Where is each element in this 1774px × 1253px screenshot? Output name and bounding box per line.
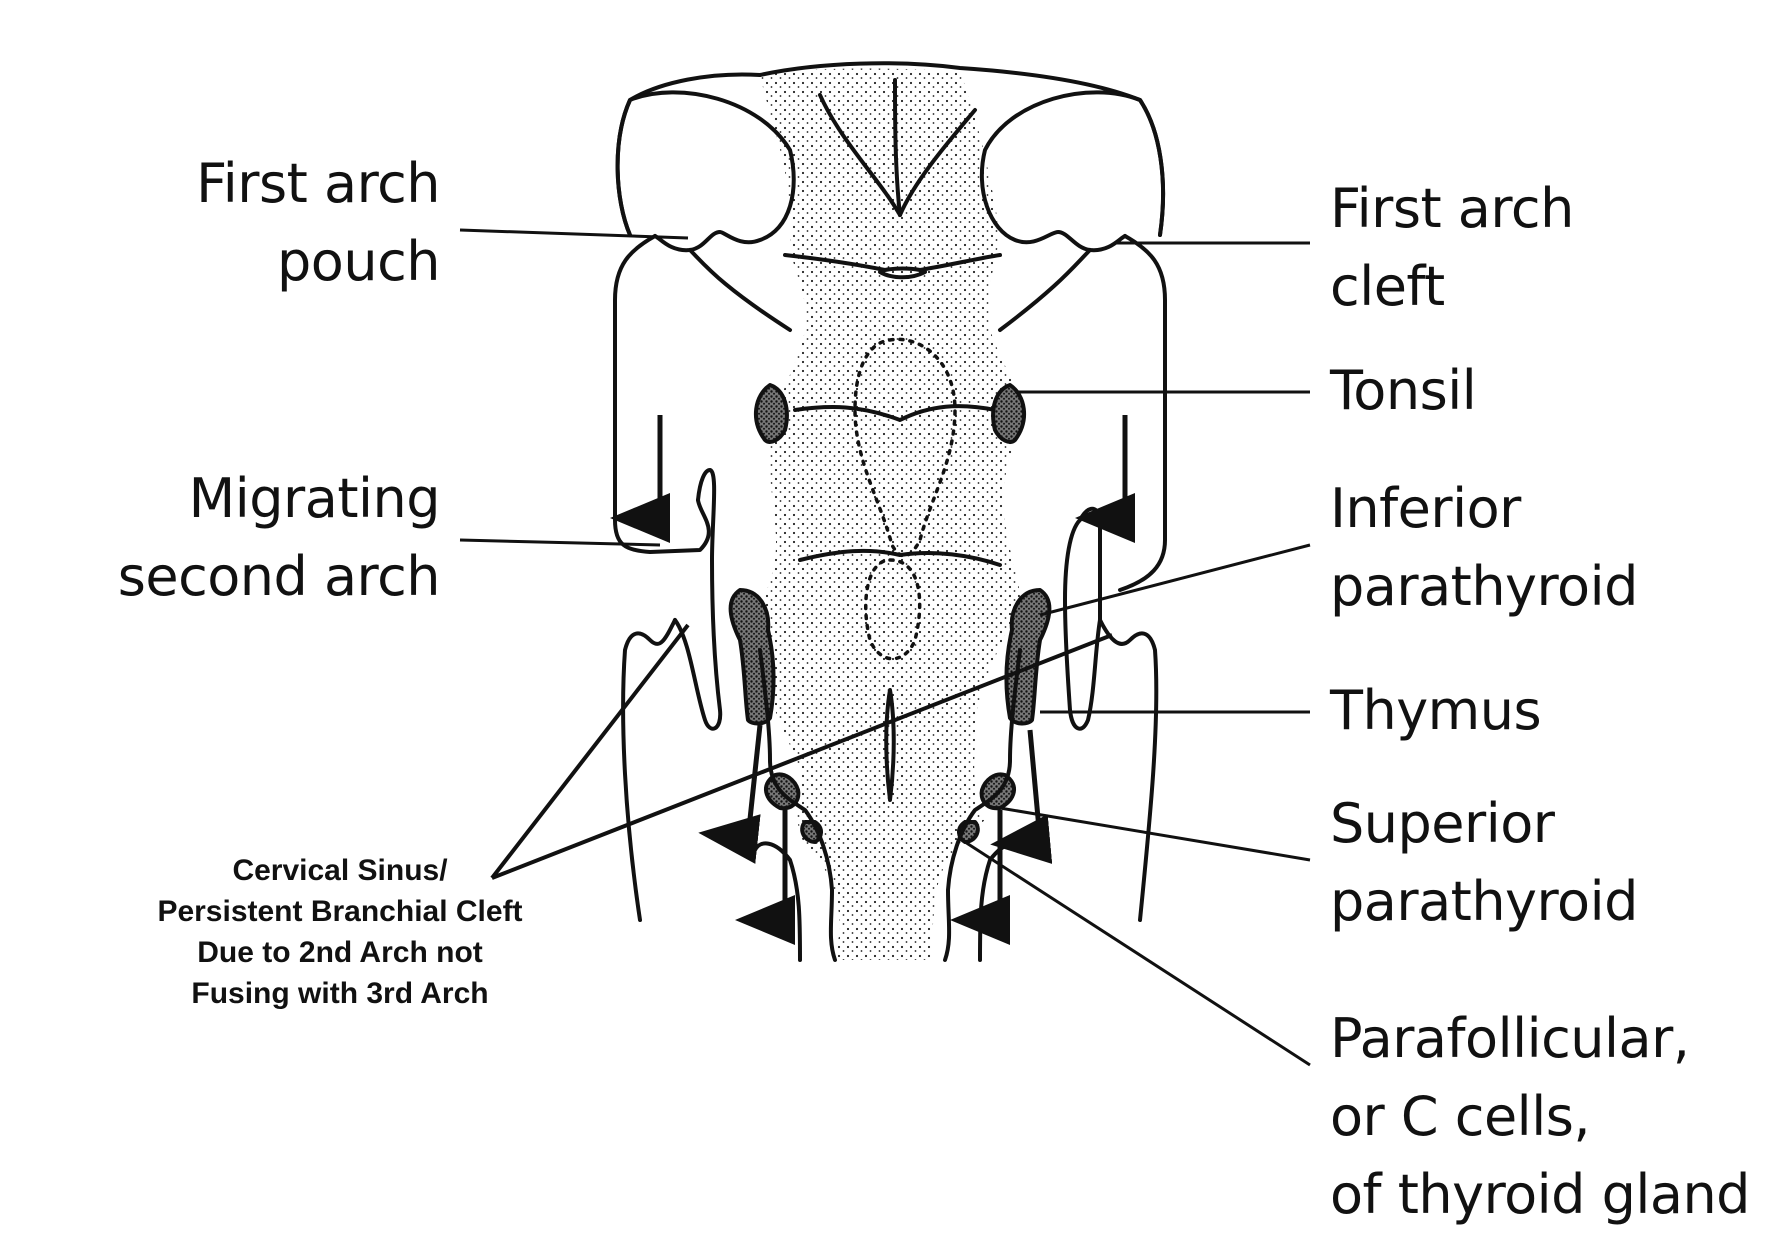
label-inferior-parathyroid: Inferior parathyroid xyxy=(1330,477,1638,618)
leader-cervical-sinus-2 xyxy=(491,633,1113,880)
label-migrating-second-arch: Migrating second arch xyxy=(117,467,441,608)
leader-second-arch xyxy=(459,538,661,547)
leader-parafollicular xyxy=(964,840,1311,1067)
label-thymus: Thymus xyxy=(1330,679,1542,742)
pharynx-floor xyxy=(758,68,1025,961)
label-tonsil: Tonsil xyxy=(1330,359,1477,422)
leader-first-arch-pouch xyxy=(459,228,689,240)
leader-inferior-parathyroid xyxy=(1039,543,1311,617)
cervical-sinus-note: Cervical Sinus/ Persistent Branchial Cle… xyxy=(157,854,523,1010)
label-first-arch-cleft: First arch cleft xyxy=(1330,177,1574,318)
label-superior-parathyroid: Superior parathyroid xyxy=(1330,792,1638,933)
migration-arrows xyxy=(610,415,1135,945)
leader-superior-parathyroid xyxy=(999,806,1311,862)
label-first-arch-pouch: First arch pouch xyxy=(196,152,440,293)
leader-cervical-sinus-1 xyxy=(490,623,690,880)
label-parafollicular: Parafollicular, or C cells, of thyroid g… xyxy=(1330,1007,1750,1226)
leader-lines xyxy=(459,228,1311,1067)
